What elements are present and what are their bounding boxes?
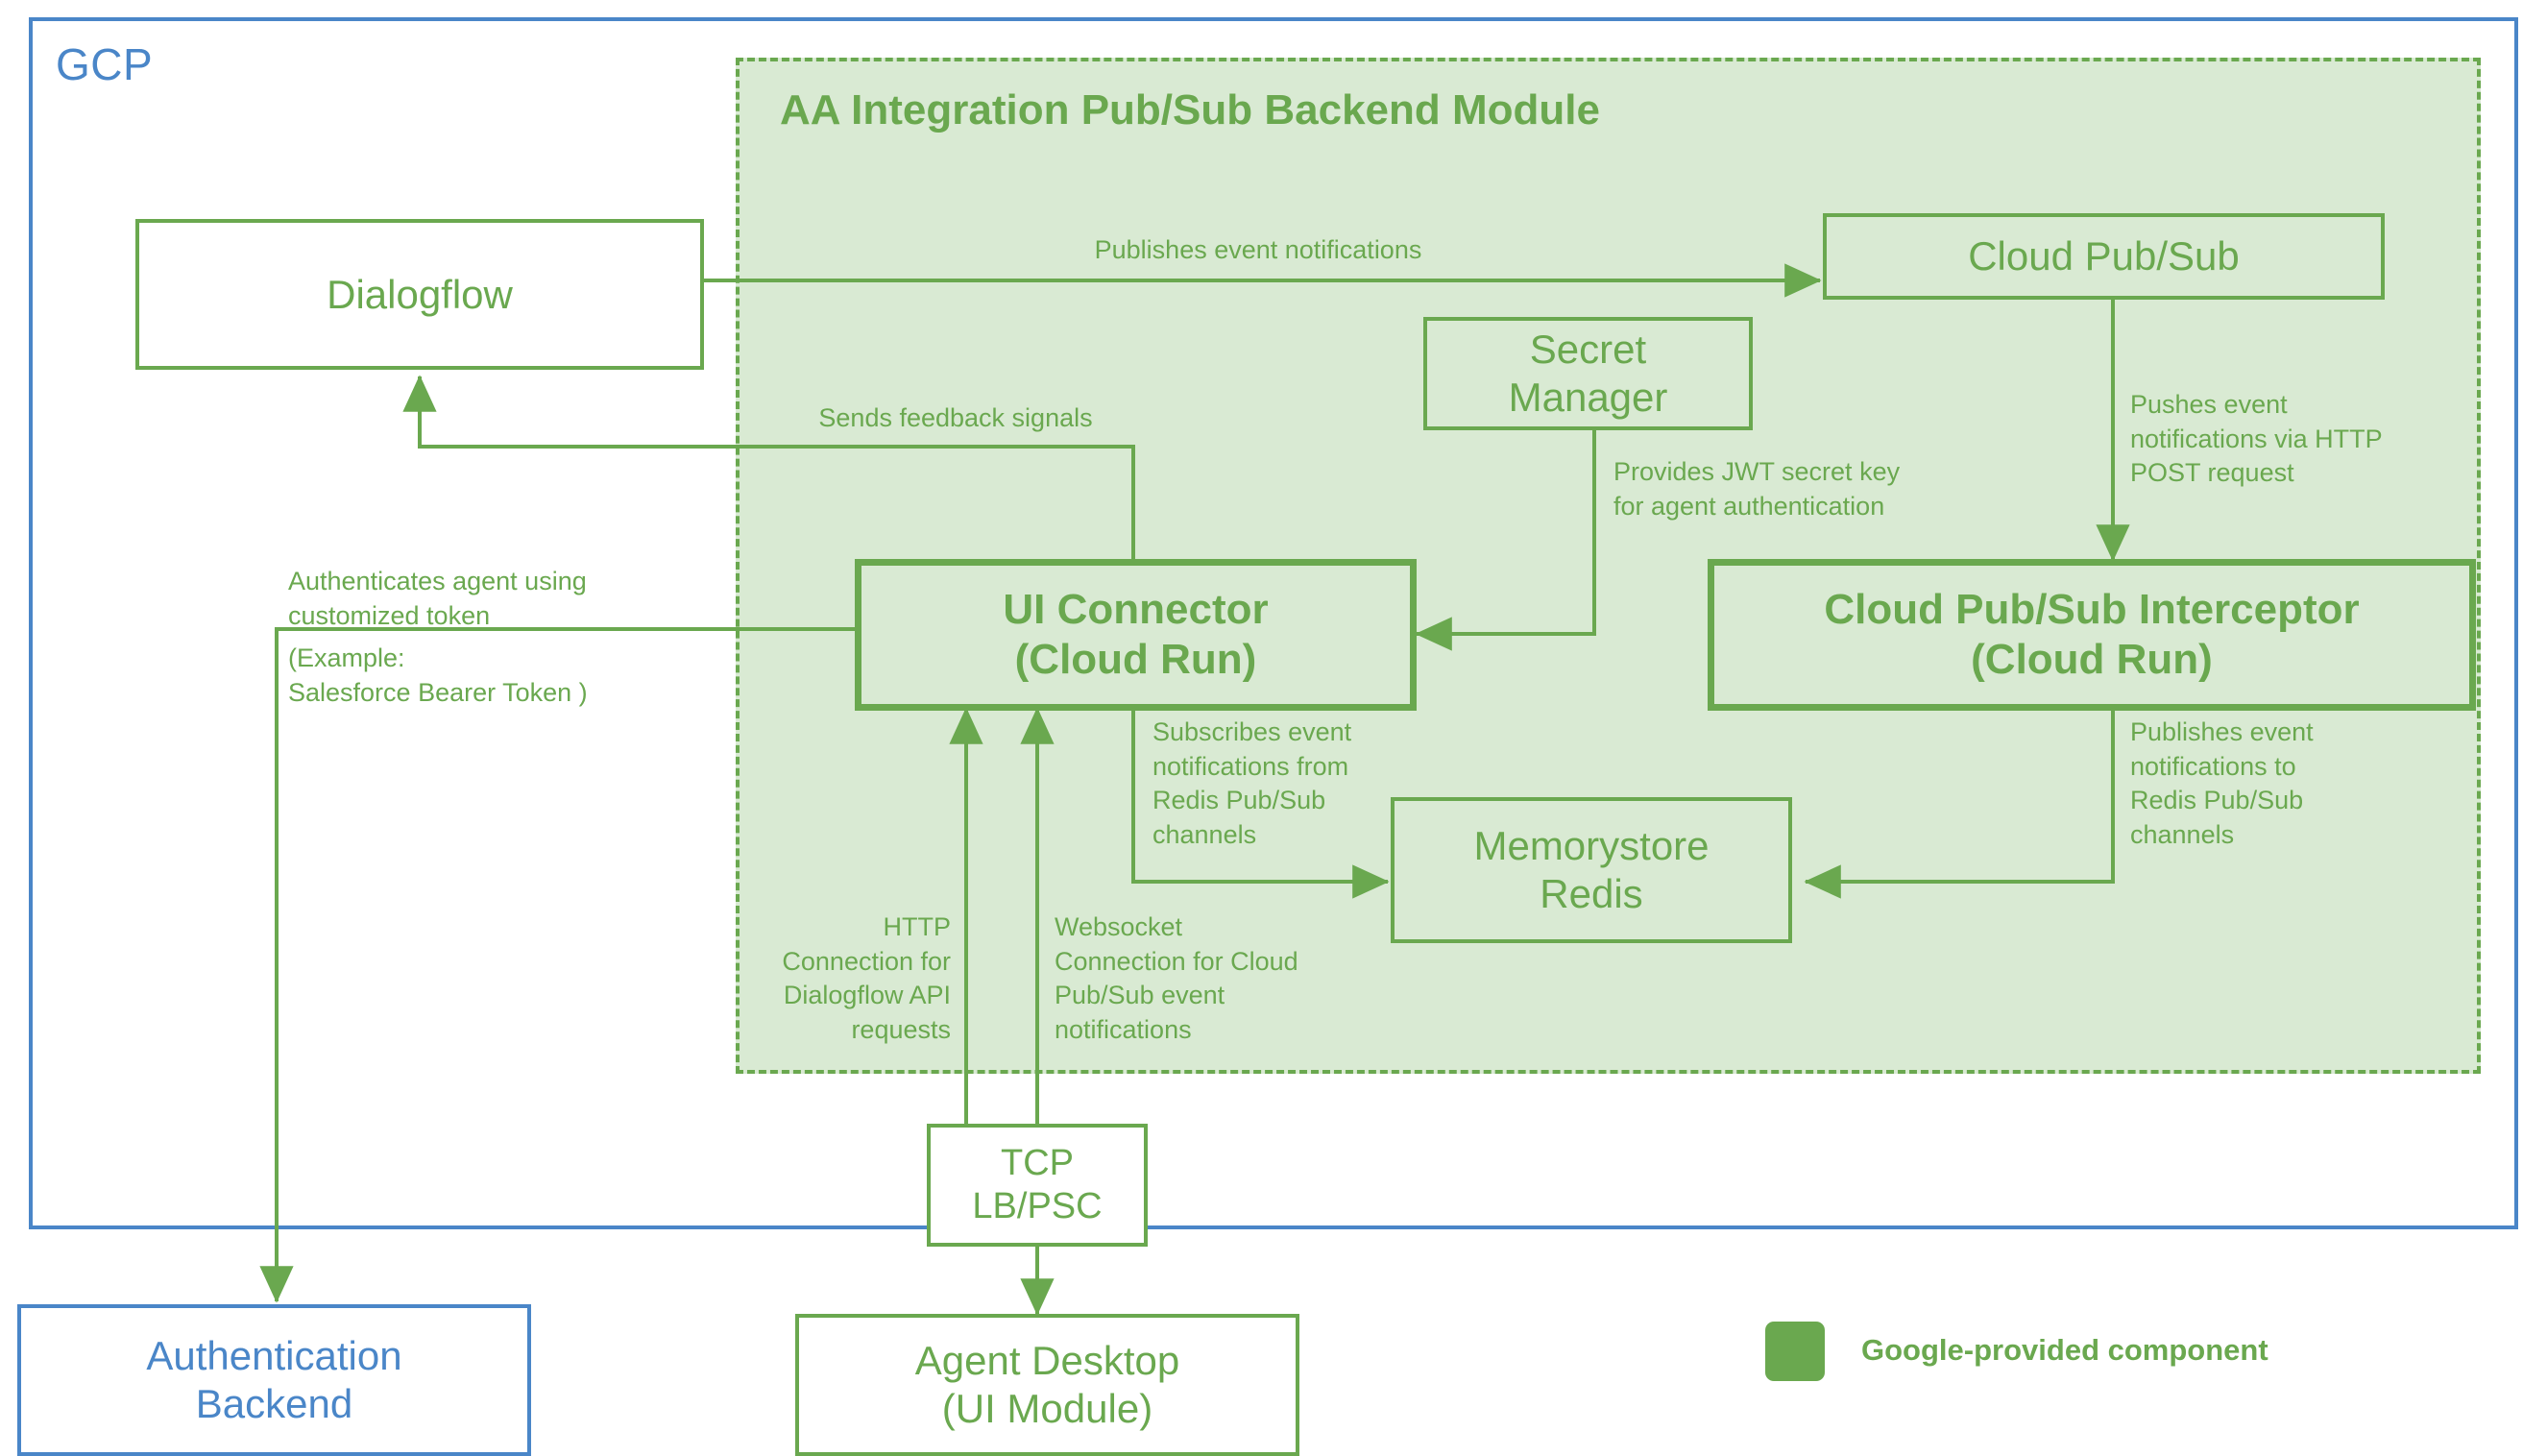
edge-label-authenticates-agent: Authenticates agent using customized tok… [288, 567, 587, 630]
edge-label-sends-feedback-signals: Sends feedback signals [818, 403, 1093, 432]
node-agent-desktop[interactable]: Agent Desktop (UI Module) [795, 1314, 1299, 1456]
legend-google-component-label: Google-provided component [1861, 1333, 2268, 1367]
legend-google-component-swatch [1765, 1322, 1825, 1381]
edge-label-authenticates-agent-example: (Example: Salesforce Bearer Token ) [288, 643, 588, 707]
aa-integration-module-boundary [736, 58, 2481, 1074]
node-tcp-lb-psc[interactable]: TCP LB/PSC [927, 1124, 1148, 1247]
gcp-boundary-label: GCP [56, 39, 154, 89]
gcp-boundary [29, 17, 2518, 1229]
edge-label-publishes-to-redis-channels: Publishes event notifications to Redis P… [2130, 717, 2314, 849]
edge-label-publishes-event-notifications: Publishes event notifications [1094, 235, 1422, 264]
edge-label-provides-jwt-secret-key: Provides JWT secret key for agent authen… [1613, 457, 1901, 521]
aa-integration-module-title: AA Integration Pub/Sub Backend Module [780, 86, 1600, 133]
node-authentication-backend[interactable]: Authentication Backend [17, 1304, 531, 1456]
node-dialogflow[interactable]: Dialogflow [135, 219, 704, 370]
node-ui-connector[interactable]: UI Connector (Cloud Run) [855, 559, 1417, 711]
node-secret-manager[interactable]: Secret Manager [1423, 317, 1753, 430]
edge-label-pushes-event-notifications: Pushes event notifications via HTTP POST… [2130, 390, 2383, 488]
edge-label-http-connection: HTTP Connection for Dialogflow API reque… [782, 912, 951, 1044]
edge-label-subscribes-event-notifications: Subscribes event notifications from Redi… [1152, 717, 1352, 849]
node-cloud-pubsub[interactable]: Cloud Pub/Sub [1823, 213, 2385, 300]
node-memorystore-redis[interactable]: Memorystore Redis [1391, 797, 1792, 943]
edge-label-websocket-connection: Websocket Connection for Cloud Pub/Sub e… [1055, 912, 1298, 1044]
node-cloud-pubsub-interceptor[interactable]: Cloud Pub/Sub Interceptor (Cloud Run) [1708, 559, 2476, 711]
